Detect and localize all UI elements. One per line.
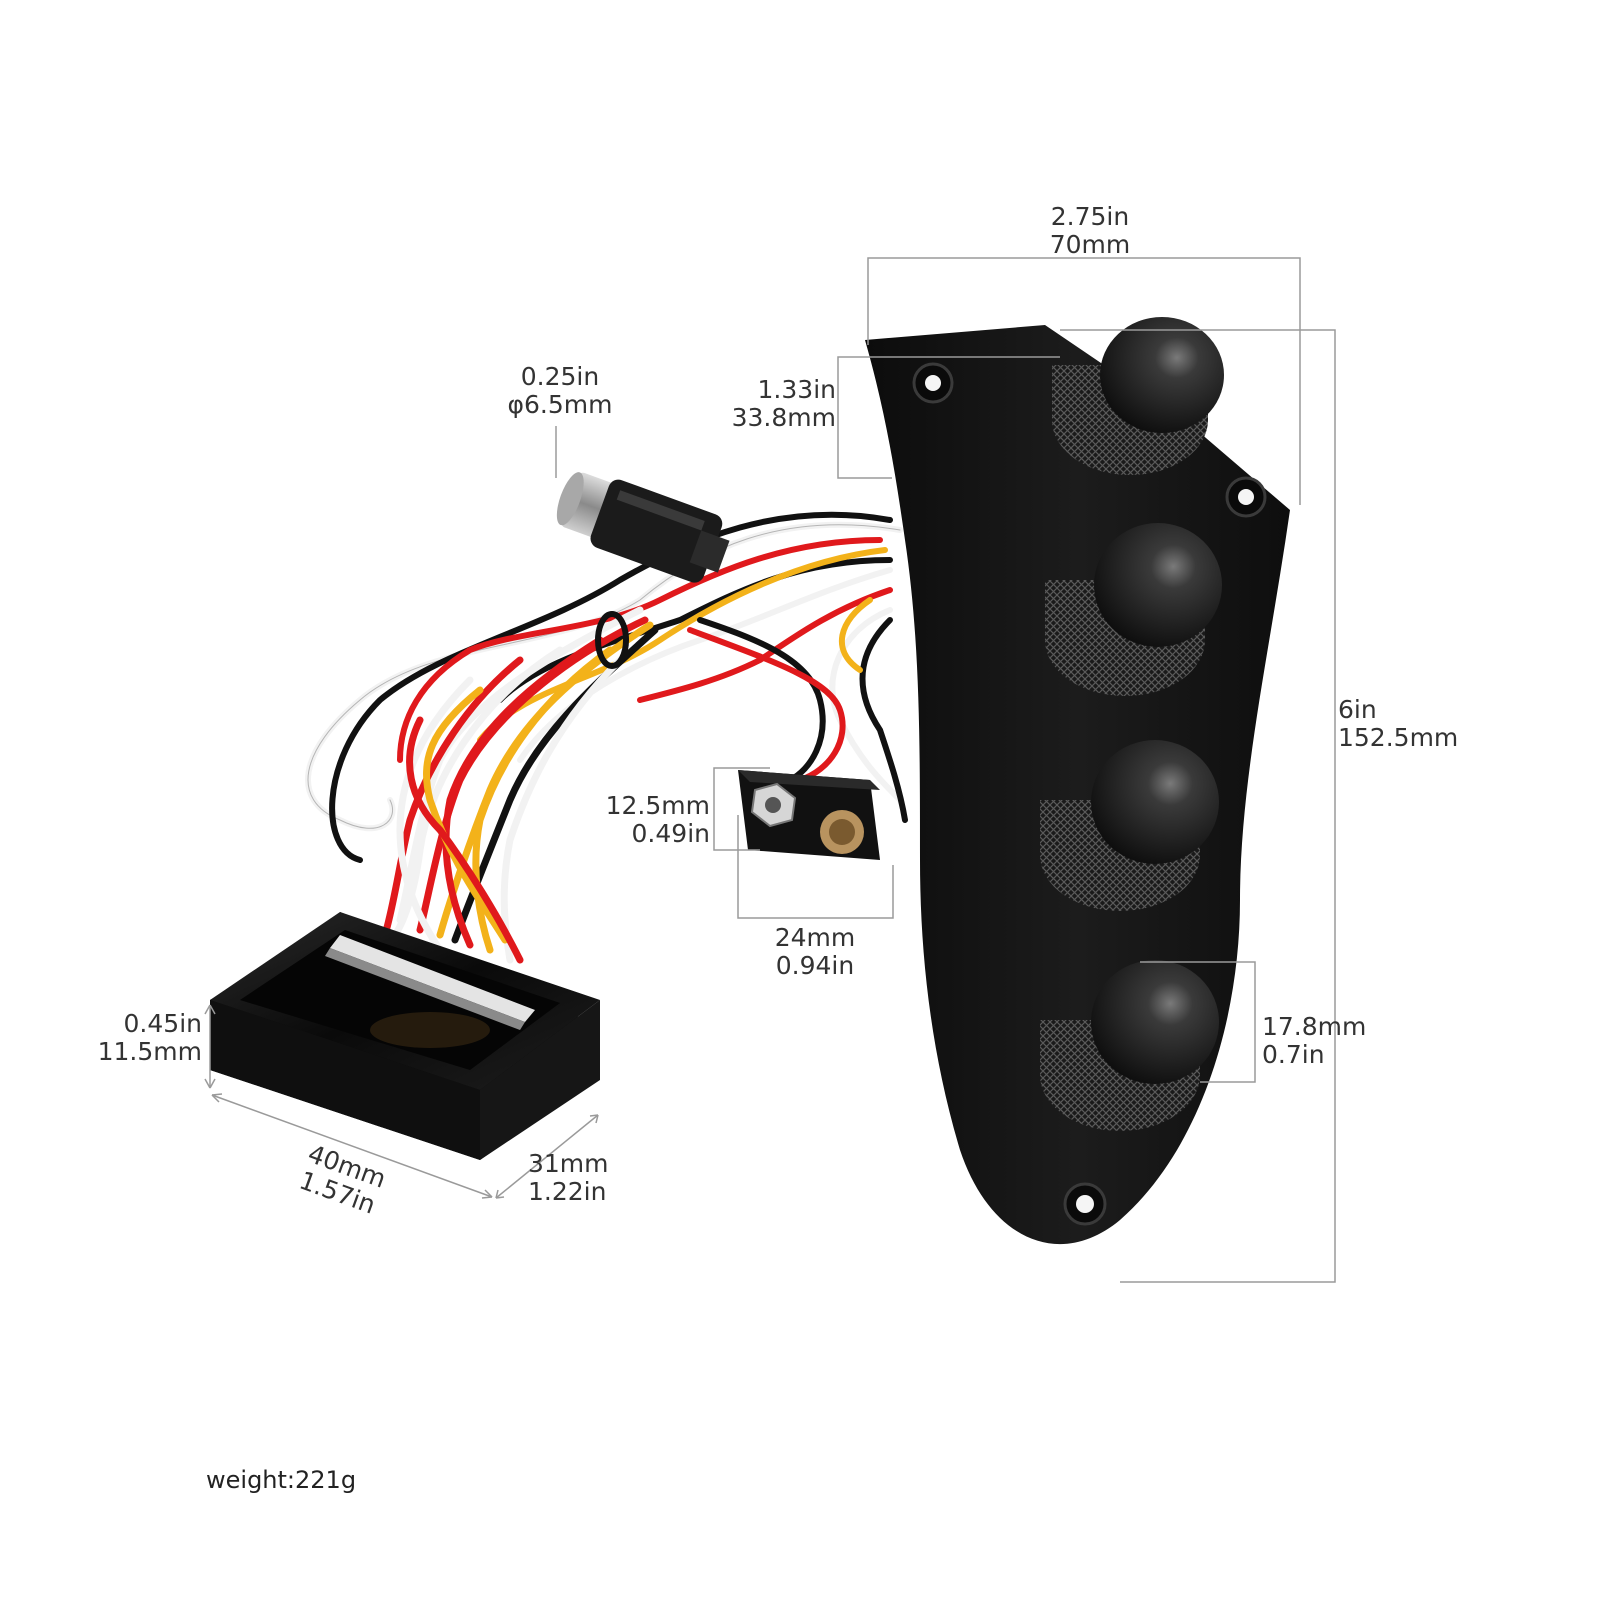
knob-spacing-in: 1.33in <box>757 375 836 404</box>
jack-body <box>590 479 723 583</box>
module-height-in: 0.45in <box>123 1009 202 1038</box>
dim-line-knob-spacing <box>837 356 1060 479</box>
battery-snap <box>738 770 880 860</box>
knob-spacing-mm: 33.8mm <box>731 403 836 432</box>
dim-line-plate-width <box>867 257 1301 505</box>
dim-line-battery-height <box>713 767 770 851</box>
plate-length-mm: 152.5mm <box>1338 723 1459 752</box>
screw-hole-top-left <box>912 362 954 404</box>
dim-line-battery-width <box>737 815 894 919</box>
battery-height-mm: 12.5mm <box>605 791 710 820</box>
battery-height-label: 12.5mm 0.49in <box>560 792 710 848</box>
wire-harness <box>304 511 908 964</box>
battery-height-in: 0.49in <box>631 819 710 848</box>
battery-terminal-hex <box>750 782 797 828</box>
dim-line-module-length <box>211 1094 493 1198</box>
knob-diameter-label: 17.8mm 0.7in <box>1262 1013 1366 1069</box>
knob-1 <box>1052 317 1224 475</box>
dim-line-plate-length <box>1060 329 1336 1283</box>
jack-label: 0.25in φ6.5mm <box>480 363 640 419</box>
dim-line-knob-diameter <box>1140 961 1256 1083</box>
battery-terminal-round <box>820 810 864 854</box>
knob-diameter-in: 0.7in <box>1262 1040 1325 1069</box>
knob-2 <box>1045 523 1222 696</box>
battery-width-mm: 24mm <box>774 923 856 952</box>
module-height-mm: 11.5mm <box>97 1037 202 1066</box>
plate-length-label: 6in 152.5mm <box>1338 696 1458 752</box>
output-jack <box>556 472 730 583</box>
module-height-label: 0.45in 11.5mm <box>60 1010 202 1066</box>
module-depth-in: 1.22in <box>528 1177 607 1206</box>
plate-width-mm: 70mm <box>1049 230 1131 259</box>
knob-4 <box>1040 960 1219 1131</box>
battery-width-in: 0.94in <box>775 951 855 980</box>
preamp-module <box>210 912 600 1160</box>
dimension-lines <box>204 257 1336 1283</box>
jack-in: 0.25in <box>520 362 600 391</box>
screw-hole-bottom <box>1063 1182 1107 1226</box>
plate-width-in: 2.75in <box>1050 202 1130 231</box>
plate-width-label: 2.75in 70mm <box>1010 203 1170 259</box>
knob-spacing-label: 1.33in 33.8mm <box>700 376 836 432</box>
plate-length-in: 6in <box>1338 695 1377 724</box>
knob-3 <box>1040 740 1219 911</box>
knob-diameter-mm: 17.8mm <box>1262 1012 1367 1041</box>
battery-width-label: 24mm 0.94in <box>745 924 885 980</box>
module-depth-mm: 31mm <box>528 1149 609 1178</box>
screw-hole-right <box>1225 476 1267 518</box>
dim-line-module-depth <box>495 1114 599 1199</box>
jack-mm: φ6.5mm <box>507 390 613 419</box>
module-depth-label: 31mm 1.22in <box>528 1150 609 1206</box>
weight-label: weight:221g <box>206 1466 357 1494</box>
